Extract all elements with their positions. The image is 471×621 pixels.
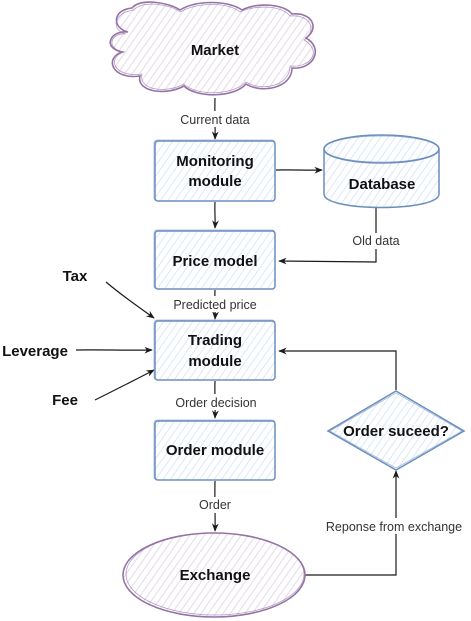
edge-order-succeed-to-trading [278, 347, 397, 390]
edge-labels: Current data Old data Predicted price Or… [166, 111, 470, 534]
label-order-decision: Order decision [175, 396, 256, 410]
label-response-from-exchange: Reponse from exchange [326, 520, 462, 534]
market-label: Market [191, 42, 239, 59]
order-succeed-diamond: Order suceed? [326, 390, 466, 471]
edge-tax-to-trading [105, 281, 155, 319]
label-old-data: Old data [352, 234, 399, 248]
label-predicted-price: Predicted price [173, 298, 256, 312]
price-model-box: Price model [153, 229, 276, 290]
trading-label-line1: Trading [188, 332, 242, 349]
monitoring-label-line2: module [188, 173, 241, 190]
edges [75, 97, 400, 576]
database-label: Database [349, 176, 416, 193]
database-cylinder: Database [323, 134, 440, 209]
exchange-label: Exchange [180, 567, 251, 584]
fee-label: Fee [52, 392, 78, 409]
edge-database-to-price-model [278, 205, 377, 265]
label-order: Order [199, 498, 231, 512]
tax-label: Tax [63, 268, 88, 285]
market-cloud-shape [109, 1, 317, 96]
order-succeed-label: Order suceed? [343, 423, 449, 440]
order-module-box: Order module [153, 419, 276, 481]
label-current-data: Current data [180, 113, 250, 127]
market-cloud: Market [109, 1, 317, 96]
trading-module-box: Trading module [153, 319, 276, 381]
trading-label-line2: module [188, 353, 241, 370]
edge-exchange-to-order-succeed [305, 470, 400, 576]
edge-fee-to-trading [94, 369, 155, 401]
monitoring-module-box: Monitoring module [153, 139, 276, 202]
exchange-ellipse: Exchange [122, 532, 306, 618]
leverage-label: Leverage [2, 343, 68, 360]
price-model-label: Price model [172, 253, 257, 270]
monitoring-label-line1: Monitoring [176, 153, 253, 170]
order-module-label: Order module [166, 442, 264, 459]
